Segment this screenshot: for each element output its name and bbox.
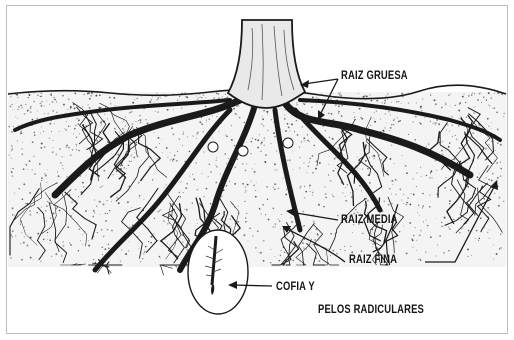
label-raiz-gruesa: RAIZ GRUESA [341,70,408,82]
label-raiz-fina: RAIZ FINA [349,254,397,266]
label-cofia: COFIA Y [276,281,315,293]
tree-trunk [228,20,305,108]
label-raiz-media: RAIZ MEDIA [341,214,398,226]
label-pelos-radiculares: PELOS RADICULARES [318,304,424,316]
root-tip-detail [188,230,248,314]
